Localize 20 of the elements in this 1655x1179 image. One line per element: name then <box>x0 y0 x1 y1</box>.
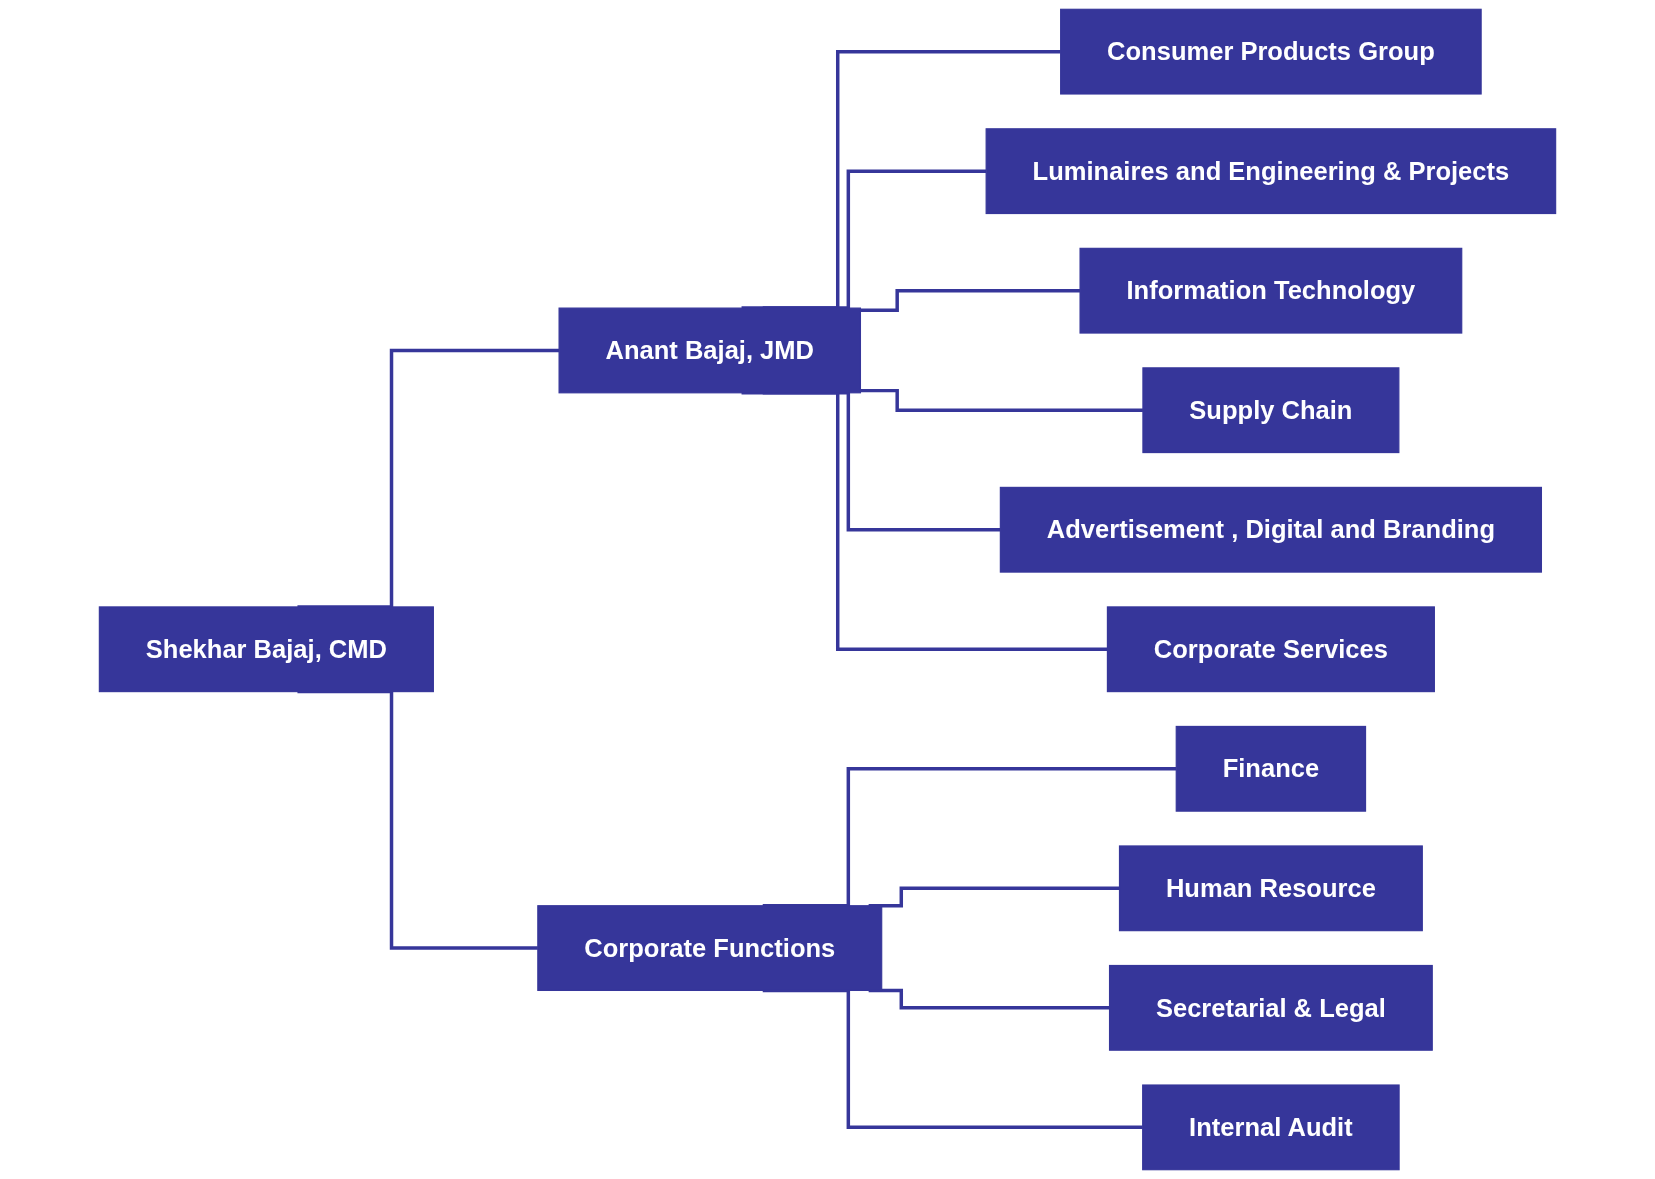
node-box: Finance <box>1175 725 1367 812</box>
node-box: Information Technology <box>1079 247 1463 334</box>
node-box: Consumer Products Group <box>1060 8 1482 95</box>
connector <box>868 988 1110 1010</box>
node-box: Supply Chain <box>1142 367 1400 454</box>
node-box: Shekhar Bajaj, CMD <box>98 606 434 693</box>
node-box: Anant Bajaj, JMD <box>558 307 862 394</box>
node-box: Advertisement , Digital and Branding <box>999 486 1542 573</box>
node-box: Luminaires and Engineering & Projects <box>985 128 1557 215</box>
node-box: Internal Audit <box>1142 1084 1400 1171</box>
node-box: Human Resource <box>1118 845 1423 932</box>
connector <box>860 388 1143 412</box>
node-box: Corporate Functions <box>537 905 883 991</box>
connector <box>741 49 1061 310</box>
connector <box>762 988 1143 1130</box>
connector <box>860 288 1081 312</box>
connector <box>741 391 1108 651</box>
node-box: Secretarial & Legal <box>1108 964 1433 1051</box>
connector <box>762 169 987 310</box>
node-box: Corporate Services <box>1106 606 1435 693</box>
